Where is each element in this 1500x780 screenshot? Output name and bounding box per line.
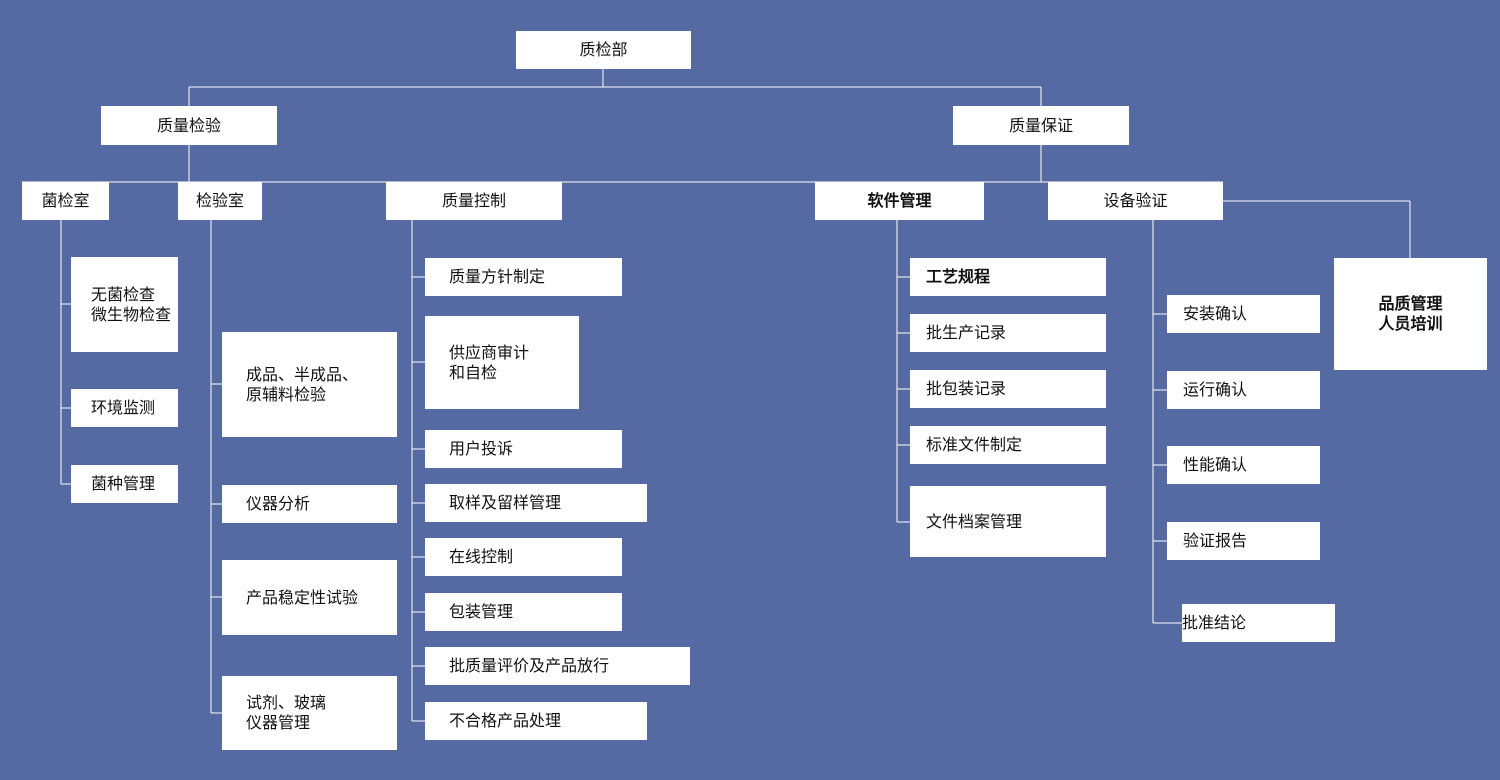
node-root: 质检部 (516, 31, 691, 69)
node-label: 文件档案管理 (926, 511, 1023, 531)
node-label: 软件管理 (867, 191, 932, 210)
node-test-lab: 检验室 (178, 182, 262, 220)
node-sampling: 取样及留样管理 (425, 484, 647, 522)
node-label: 验证报告 (1183, 531, 1248, 550)
node-label: 批包装记录 (926, 379, 1007, 398)
node-label: 标准文件制定 (926, 435, 1023, 454)
node-label: 批准结论 (1182, 613, 1247, 632)
node-label: 包装管理 (449, 602, 514, 621)
node-iq: 安装确认 (1167, 295, 1320, 333)
node-label: 不合格产品处理 (449, 711, 562, 730)
node-complaints: 用户投诉 (425, 430, 622, 468)
node-online-control: 在线控制 (425, 538, 622, 576)
node-batch-release: 批质量评价及产品放行 (425, 647, 690, 685)
node-label: 质检部 (579, 40, 628, 59)
node-label: 品质管理 人员培训 (1378, 294, 1443, 333)
node-label: 在线控制 (449, 547, 514, 566)
node-supplier-audit: 供应商审计 和自检 (425, 316, 579, 409)
node-label: 批质量评价及产品放行 (449, 656, 610, 675)
node-label: 质量检验 (156, 115, 221, 135)
node-micro-lab: 菌检室 (22, 182, 109, 220)
node-label: 安装确认 (1183, 304, 1248, 323)
node-label: 检验室 (195, 191, 244, 210)
node-stability-test: 产品稳定性试验 (222, 560, 397, 635)
node-packaging-mgmt: 包装管理 (425, 593, 622, 631)
node-quality-assurance: 质量保证 (953, 106, 1129, 145)
node-label: 产品稳定性试验 (246, 587, 359, 607)
node-label: 无菌检查 微生物检查 (91, 284, 172, 324)
node-validation-report: 验证报告 (1167, 522, 1320, 560)
node-label: 菌种管理 (91, 474, 156, 493)
node-batch-pack-record: 批包装记录 (910, 370, 1106, 408)
node-quality-control: 质量控制 (386, 182, 562, 220)
node-product-testing: 成品、半成品、 原辅料检验 (222, 332, 397, 437)
node-label: 供应商审计 和自检 (449, 342, 530, 382)
node-training: 品质管理 人员培训 (1334, 258, 1487, 370)
node-std-docs: 标准文件制定 (910, 426, 1106, 464)
node-batch-prod-record: 批生产记录 (910, 314, 1106, 352)
node-label: 试剂、玻璃 仪器管理 (246, 693, 327, 732)
node-approval-conclusion: 批准结论 (1182, 604, 1335, 642)
node-nonconforming: 不合格产品处理 (425, 702, 647, 740)
node-label: 用户投诉 (449, 439, 514, 458)
node-label: 质量保证 (1008, 115, 1073, 135)
node-quality-inspection: 质量检验 (101, 106, 277, 145)
node-oq: 运行确认 (1167, 371, 1320, 409)
node-label: 质量控制 (441, 191, 506, 210)
node-label: 环境监测 (91, 398, 156, 417)
node-quality-policy: 质量方针制定 (425, 258, 622, 296)
node-process-spec: 工艺规程 (910, 258, 1106, 296)
node-reagent-mgmt: 试剂、玻璃 仪器管理 (222, 676, 397, 750)
node-pq: 性能确认 (1167, 446, 1320, 484)
node-label: 取样及留样管理 (449, 493, 562, 512)
node-label: 运行确认 (1183, 380, 1248, 399)
node-strain-mgmt: 菌种管理 (71, 465, 178, 503)
node-label: 性能确认 (1183, 455, 1248, 474)
node-label: 设备验证 (1103, 191, 1168, 210)
node-label: 成品、半成品、 原辅料检验 (246, 364, 359, 404)
node-equipment-validation: 设备验证 (1048, 182, 1223, 220)
node-env-monitoring: 环境监测 (71, 389, 178, 427)
node-label: 工艺规程 (926, 267, 991, 286)
node-sterility-test: 无菌检查 微生物检查 (71, 257, 178, 352)
node-software-mgmt: 软件管理 (815, 182, 984, 220)
node-label: 菌检室 (41, 191, 90, 210)
node-label: 质量方针制定 (449, 267, 546, 286)
node-label: 批生产记录 (926, 323, 1007, 342)
node-label: 仪器分析 (246, 494, 311, 513)
node-doc-archive: 文件档案管理 (910, 486, 1106, 557)
node-instrument-analysis: 仪器分析 (222, 485, 397, 523)
